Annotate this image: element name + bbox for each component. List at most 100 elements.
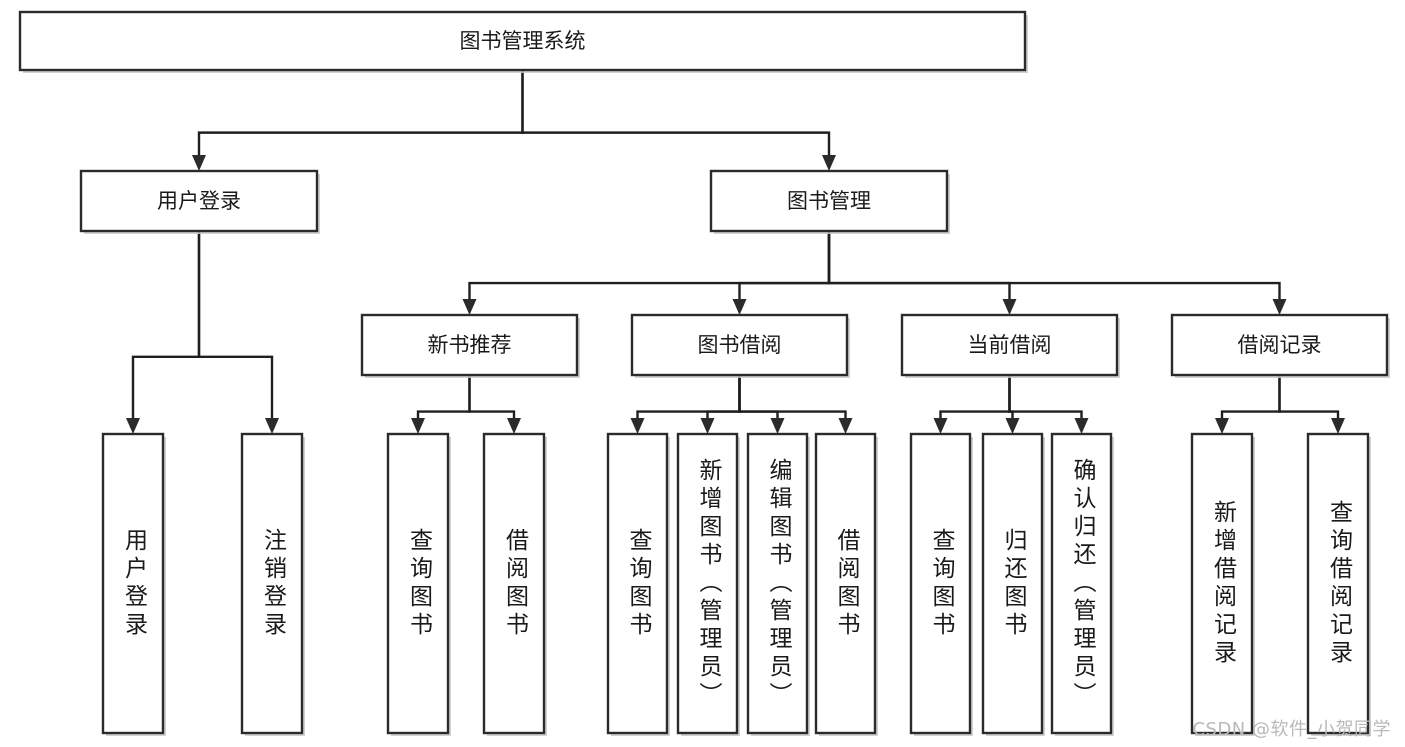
node-box-root[interactable] — [18, 10, 1027, 72]
arrow-head-icon — [732, 299, 747, 315]
connector-line — [827, 231, 1281, 300]
connector-line — [738, 375, 847, 419]
node-box-leaf[interactable] — [482, 432, 546, 735]
node-box-leaf[interactable] — [814, 432, 877, 735]
node-label-leaf-query-borrow-record: 查询借阅记录 — [1325, 499, 1352, 668]
connector-new-book-recommend-to-leaf-borrow-book-rec — [468, 375, 521, 434]
node-box-leaf[interactable] — [101, 432, 165, 735]
connector-user-login-to-leaf-user-login — [126, 231, 201, 434]
horizontal-labels-layer: 图书管理系统用户登录图书管理新书推荐图书借阅当前借阅借阅记录 — [157, 29, 1322, 357]
node-label-leaf-edit-book-admin: 编辑图书（管理员） — [765, 457, 791, 710]
node-label-leaf-return-book: 归还图书 — [1000, 527, 1026, 640]
node-leaf-add-book-admin[interactable] — [676, 432, 740, 736]
arrow-head-icon — [838, 418, 853, 434]
node-label-leaf-borrow-book: 借阅图书 — [833, 527, 859, 640]
arrow-head-icon — [933, 418, 948, 434]
connector-line — [738, 231, 831, 300]
node-box-leaf[interactable] — [386, 432, 450, 735]
node-leaf-confirm-return-admin[interactable] — [1050, 432, 1114, 736]
connector-line — [1278, 375, 1340, 419]
node-box-leaf[interactable] — [1306, 432, 1370, 735]
node-leaf-edit-book-admin[interactable] — [746, 432, 810, 736]
node-leaf-borrow-book-rec[interactable] — [482, 432, 547, 736]
node-box-leaf[interactable] — [909, 432, 972, 735]
connector-root-to-book-manage — [521, 70, 836, 171]
arrow-head-icon — [770, 418, 785, 434]
node-new-book-recommend[interactable] — [360, 313, 580, 378]
node-box-leaf[interactable] — [1050, 432, 1113, 735]
node-leaf-query-borrow-record[interactable] — [1306, 432, 1371, 736]
arrow-head-icon — [126, 418, 140, 434]
connector-user-login-to-leaf-logout — [197, 231, 279, 434]
connector-borrow-record-to-leaf-add-borrow-record — [1215, 375, 1281, 434]
node-box-leaf[interactable] — [676, 432, 739, 735]
arrow-head-icon — [1005, 418, 1020, 434]
node-box-leaf[interactable] — [981, 432, 1044, 735]
node-label-leaf-confirm-return-admin: 确认归还（管理员） — [1069, 457, 1095, 710]
arrow-head-icon — [1272, 299, 1287, 315]
connector-line — [416, 375, 471, 419]
connector-book-manage-to-current-borrow — [827, 231, 1017, 315]
connector-line — [827, 231, 1011, 300]
node-box-leaf[interactable] — [606, 432, 669, 735]
node-box-leaf[interactable] — [746, 432, 809, 735]
node-label-leaf-query-book-borrow: 查询图书 — [625, 527, 651, 640]
node-leaf-add-borrow-record[interactable] — [1190, 432, 1255, 736]
node-box-level2[interactable] — [709, 169, 949, 233]
node-label-current-borrow: 当前借阅 — [968, 333, 1052, 357]
connector-line — [131, 231, 201, 419]
node-label-leaf-add-book-admin: 新增图书（管理员） — [695, 457, 721, 710]
node-label-root: 图书管理系统 — [460, 29, 586, 53]
node-label-leaf-query-book-cur: 查询图书 — [928, 527, 954, 640]
arrow-head-icon — [192, 155, 206, 171]
node-user-login[interactable] — [79, 169, 320, 234]
node-box-level3[interactable] — [900, 313, 1119, 377]
arrow-head-icon — [462, 299, 477, 315]
node-box-level2[interactable] — [79, 169, 319, 233]
node-leaf-user-login[interactable] — [101, 432, 166, 736]
node-box-level3[interactable] — [360, 313, 579, 377]
node-leaf-query-book-borrow[interactable] — [606, 432, 670, 736]
node-current-borrow[interactable] — [900, 313, 1120, 378]
node-leaf-query-book-rec[interactable] — [386, 432, 451, 736]
connector-line — [1008, 375, 1083, 419]
node-borrow-record[interactable] — [1170, 313, 1390, 378]
arrow-head-icon — [700, 418, 715, 434]
node-book-manage[interactable] — [709, 169, 950, 234]
node-label-book-borrow: 图书借阅 — [698, 333, 782, 357]
connector-book-manage-to-book-borrow — [732, 231, 831, 315]
node-label-new-book-recommend: 新书推荐 — [428, 333, 512, 357]
connector-line — [706, 375, 741, 419]
connector-line — [468, 231, 831, 300]
connector-line — [939, 375, 1011, 419]
node-leaf-logout[interactable] — [240, 432, 305, 736]
connector-book-borrow-to-leaf-query-book-borrow — [630, 375, 741, 434]
node-leaf-query-book-cur[interactable] — [909, 432, 973, 736]
arrow-head-icon — [1331, 418, 1345, 434]
node-box-leaf[interactable] — [1190, 432, 1254, 735]
connector-borrow-record-to-leaf-query-borrow-record — [1278, 375, 1345, 434]
arrow-head-icon — [1002, 299, 1017, 315]
node-label-leaf-borrow-book-rec: 借阅图书 — [501, 527, 528, 640]
connector-line — [521, 70, 831, 156]
connector-book-borrow-to-leaf-edit-book-admin — [738, 375, 785, 434]
node-label-leaf-user-login: 用户登录 — [120, 527, 147, 640]
connector-book-borrow-to-leaf-add-book-admin — [700, 375, 741, 434]
node-box-level3[interactable] — [1170, 313, 1389, 377]
arrow-head-icon — [1215, 418, 1229, 434]
arrow-head-icon — [1074, 418, 1089, 434]
node-label-leaf-query-book-rec: 查询图书 — [405, 527, 432, 640]
node-box-level3[interactable] — [630, 313, 849, 377]
node-leaf-return-book[interactable] — [981, 432, 1045, 736]
connector-line — [468, 375, 516, 419]
node-leaf-borrow-book[interactable] — [814, 432, 878, 736]
connector-line — [197, 70, 524, 156]
boxes-layer — [18, 10, 1390, 736]
connector-book-borrow-to-leaf-borrow-book — [738, 375, 853, 434]
node-book-borrow[interactable] — [630, 313, 850, 378]
connector-current-borrow-to-leaf-confirm-return-admin — [1008, 375, 1089, 434]
node-box-leaf[interactable] — [240, 432, 304, 735]
node-root[interactable] — [18, 10, 1028, 73]
